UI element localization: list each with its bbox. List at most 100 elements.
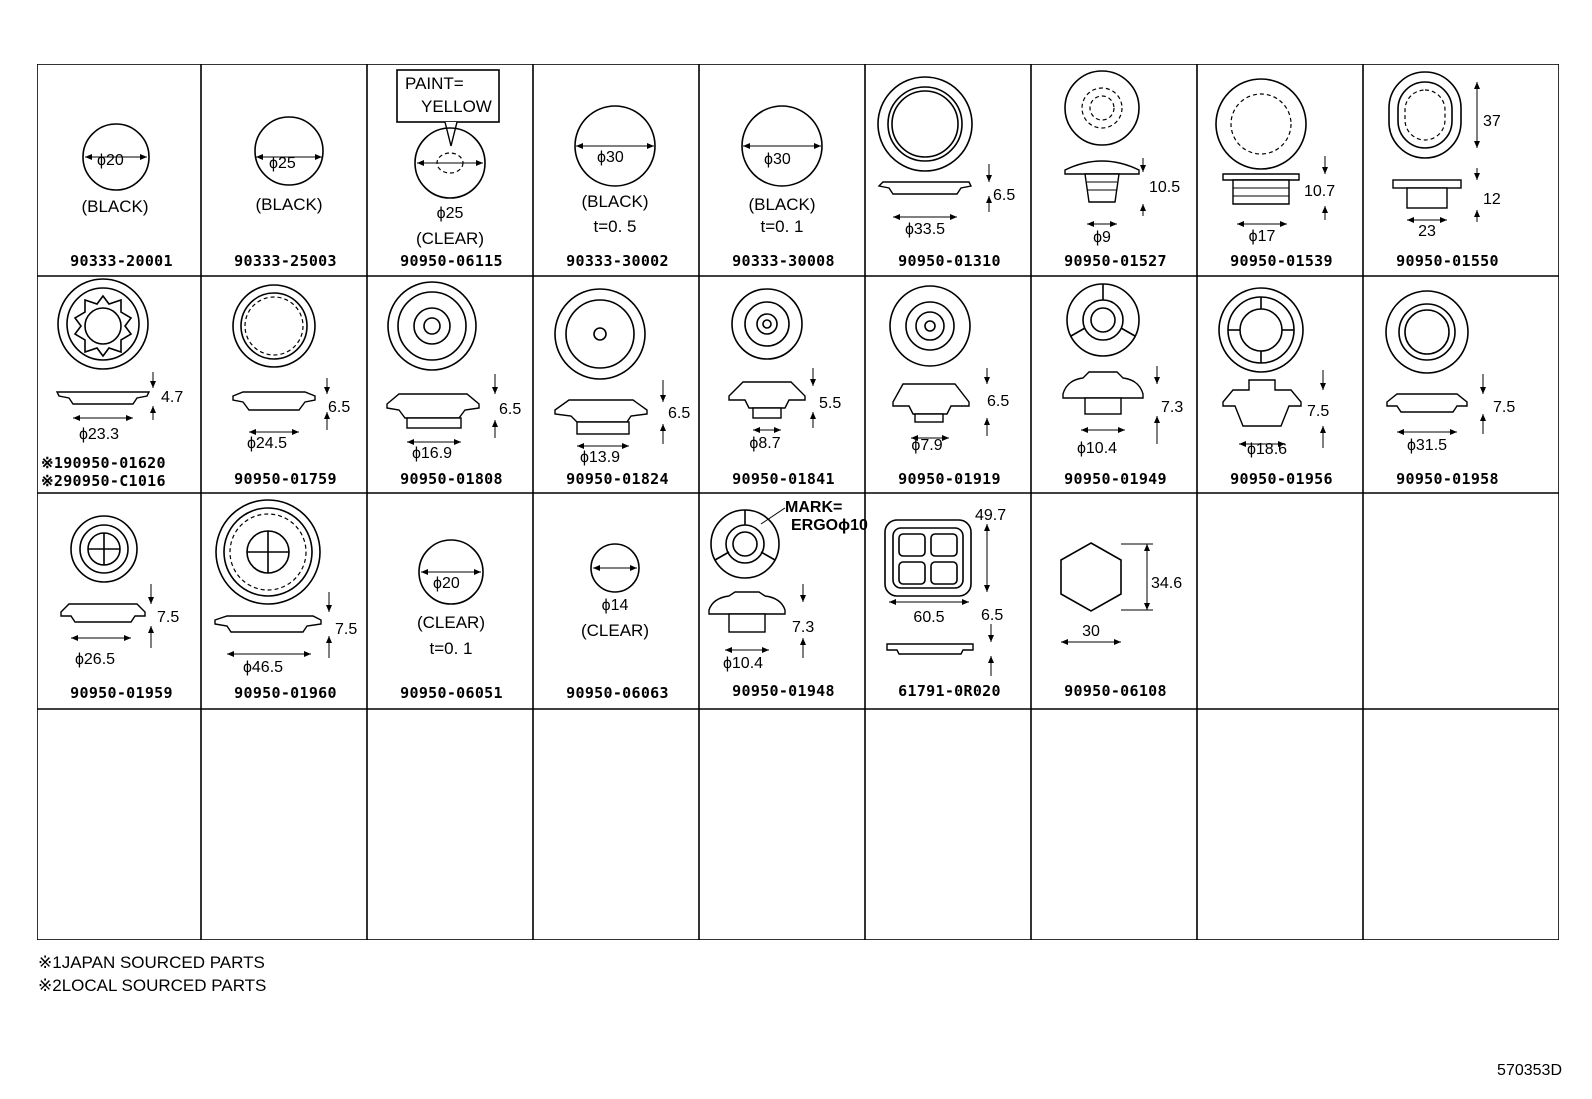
dim-text: 34.6 <box>1151 575 1182 592</box>
note-text: (CLEAR) <box>417 613 485 632</box>
callout-text: PAINT= <box>405 74 464 93</box>
dim-text: 7.3 <box>1161 399 1183 416</box>
dim-text: 6.5 <box>668 405 690 422</box>
part-drawing-90950-01808: 6.5 ϕ16.9 <box>386 281 521 462</box>
part-number-label: 90950-06051 <box>400 684 503 702</box>
part-number-label: 61791-0R020 <box>898 682 1001 700</box>
dim-text: 4.7 <box>161 389 183 406</box>
dim-text: 10.7 <box>1304 183 1335 200</box>
dim-text: ϕ30 <box>764 151 791 168</box>
dim-text: 60.5 <box>913 609 944 626</box>
dim-text: 6.5 <box>499 401 521 418</box>
footnote-1: ※1JAPAN SOURCED PARTS <box>38 953 265 973</box>
note-text: (CLEAR) <box>581 621 649 640</box>
part-number-label: 90950-01960 <box>234 684 337 702</box>
part-drawing-90950-01960: 7.5 ϕ46.5 <box>214 499 357 676</box>
part-drawing-90950-06108: 34.6 30 <box>1060 542 1182 645</box>
dim-text: ϕ10.4 <box>1077 440 1117 457</box>
grid-drawing: ϕ20 (BLACK) ϕ25 (BLACK) PAINT= YELLOW ϕ2… <box>37 64 1559 940</box>
part-drawing-90950-01620: 4.7 ϕ23.3 <box>55 278 183 443</box>
part-number-label: 90333-20001 <box>70 252 173 270</box>
dim-text: 6.5 <box>993 187 1015 204</box>
dim-text: ϕ46.5 <box>243 659 283 676</box>
footnote-text: JAPAN SOURCED PARTS <box>61 953 265 972</box>
callout-text: ERGOϕ10 <box>791 517 868 534</box>
part-drawing-90950-01550: 37 12 23 <box>1388 71 1501 240</box>
part-drawing-61791-0R020: 49.7 60.5 6.5 <box>884 507 1006 676</box>
part-drawing-90950-06051: ϕ20 (CLEAR) t=0. 1 <box>417 539 485 658</box>
part-drawing-90950-06063: ϕ14 (CLEAR) <box>581 543 649 640</box>
dim-text: ϕ16.9 <box>412 445 452 462</box>
part-drawing-90950-01527: 10.5 ϕ9 <box>1064 70 1180 246</box>
part-number-label: 90950-01759 <box>234 470 337 488</box>
dim-text: 7.5 <box>157 609 179 626</box>
part-number-label: 90950-01841 <box>732 470 835 488</box>
part-drawing-90950-01958: 7.5 ϕ31.5 <box>1385 290 1515 454</box>
part-drawing-90950-01956: 7.5 ϕ18.6 <box>1218 287 1329 458</box>
part-number-label: 90950-01527 <box>1064 252 1167 270</box>
dim-text: ϕ20 <box>433 575 460 592</box>
part-drawing-90333-25003: ϕ25 (BLACK) <box>254 116 324 214</box>
part-number-label: 90333-30008 <box>732 252 835 270</box>
part-number-label: 90950-01310 <box>898 252 1001 270</box>
dim-text: 7.5 <box>1307 403 1329 420</box>
part-number-text: 90950-C1016 <box>63 472 166 490</box>
part-drawing-90950-01948: MARK= ERGOϕ10 7.3 ϕ10.4 <box>708 499 868 672</box>
dim-text: 5.5 <box>819 395 841 412</box>
footnote-2: ※2LOCAL SOURCED PARTS <box>38 976 266 996</box>
dim-text: ϕ10.4 <box>723 655 763 672</box>
part-number-label: 90950-06115 <box>400 252 503 270</box>
dim-text: ϕ31.5 <box>1407 437 1447 454</box>
note-text: t=0. 5 <box>593 217 636 236</box>
dim-text: ϕ14 <box>602 597 629 614</box>
part-drawing-90950-01919: 6.5 ϕ7.9 <box>889 285 1009 454</box>
part-number-label: 90950-01959 <box>70 684 173 702</box>
part-number-label: 90333-25003 <box>234 252 337 270</box>
dim-text: 12 <box>1483 191 1501 208</box>
part-number-label: 90950-01550 <box>1396 252 1499 270</box>
part-number-label: 90950-01949 <box>1064 470 1167 488</box>
part-number-label: 90950-01956 <box>1230 470 1333 488</box>
dim-text: 10.5 <box>1149 179 1180 196</box>
part-drawing-90950-01959: 7.5 ϕ26.5 <box>60 515 179 668</box>
part-drawing-90333-30008: ϕ30 (BLACK) t=0. 1 <box>741 105 823 236</box>
grid-lines <box>37 64 1559 940</box>
part-number-text: 90950-01620 <box>63 454 166 472</box>
footnote-text: LOCAL SOURCED PARTS <box>61 976 267 995</box>
dim-text: ϕ30 <box>597 149 624 166</box>
dim-text: 30 <box>1082 623 1100 640</box>
dim-text: ϕ20 <box>97 152 124 169</box>
part-drawing-90950-01949: 7.3 ϕ10.4 <box>1062 283 1183 457</box>
dim-text: ϕ23.3 <box>79 426 119 443</box>
part-number-label-with-mark: ※290950-C1016 <box>37 472 210 490</box>
dim-text: ϕ9 <box>1093 229 1111 246</box>
part-drawing-90950-01759: 6.5 ϕ24.5 <box>232 284 350 452</box>
note-text: (BLACK) <box>255 195 322 214</box>
dim-text: ϕ25 <box>437 205 464 222</box>
dim-text: 7.5 <box>335 621 357 638</box>
dim-text: 7.5 <box>1493 399 1515 416</box>
dim-text: ϕ18.6 <box>1247 441 1287 458</box>
parts-grid: ϕ20 (BLACK) ϕ25 (BLACK) PAINT= YELLOW ϕ2… <box>37 64 1559 940</box>
part-number-label: 90333-30002 <box>566 252 669 270</box>
dim-text: ϕ8.7 <box>749 435 780 452</box>
dim-text: ϕ17 <box>1249 228 1276 245</box>
part-drawing-90950-01824: 6.5 ϕ13.9 <box>554 288 690 466</box>
dim-text: 49.7 <box>975 507 1006 524</box>
dim-text: 6.5 <box>328 399 350 416</box>
dim-text: 7.3 <box>792 619 814 636</box>
part-number-label: 90950-06063 <box>566 684 669 702</box>
dim-text: ϕ25 <box>269 155 296 172</box>
part-number-label: 90950-01958 <box>1396 470 1499 488</box>
dim-text: ϕ24.5 <box>247 435 287 452</box>
part-number-label: 90950-06108 <box>1064 682 1167 700</box>
part-number-label-with-mark: ※190950-01620 <box>37 454 210 472</box>
callout-text: MARK= <box>785 499 842 516</box>
part-number-label: 90950-01539 <box>1230 252 1333 270</box>
illustration-reference-code: 570353D <box>1497 1062 1562 1079</box>
note-text: (BLACK) <box>581 192 648 211</box>
part-drawing-90950-01841: 5.5 ϕ8.7 <box>728 288 841 452</box>
mark-symbol: ※1 <box>41 454 64 472</box>
part-drawing-90333-20001: ϕ20 (BLACK) <box>81 123 150 216</box>
dim-text: 6.5 <box>987 393 1009 410</box>
